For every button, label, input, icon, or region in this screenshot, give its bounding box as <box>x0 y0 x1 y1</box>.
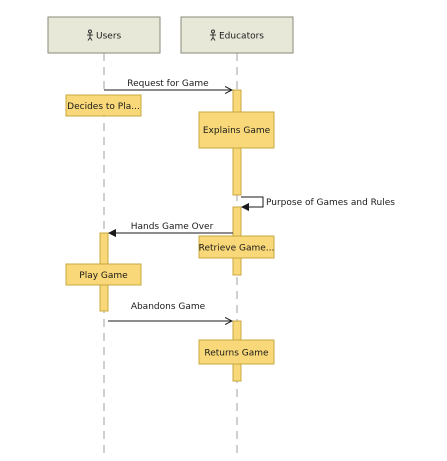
message-purpose[interactable]: Purpose of Games and Rules <box>241 196 395 208</box>
actor-icon <box>210 29 216 41</box>
note-label: Retrieve Game... <box>199 244 275 254</box>
note-decides[interactable]: Decides to Pla... <box>65 94 142 117</box>
note-returns[interactable]: Returns Game <box>198 339 275 365</box>
participant-educators[interactable]: Educators <box>180 16 294 54</box>
note-retrieve[interactable]: Retrieve Game... <box>198 235 275 259</box>
message-label: Hands Game Over <box>131 222 214 232</box>
note-label: Returns Game <box>204 349 269 359</box>
participant-label-educators: Educators <box>219 32 264 42</box>
note-label: Play Game <box>79 271 128 281</box>
message-request[interactable]: Request for Game <box>104 79 232 90</box>
note-label: Decides to Pla... <box>67 102 140 112</box>
participant-users[interactable]: Users <box>47 16 161 54</box>
note-label: Explains Game <box>203 126 271 136</box>
participant-label-users: Users <box>96 32 122 42</box>
message-label: Purpose of Games and Rules <box>266 198 395 208</box>
note-explains[interactable]: Explains Game <box>198 111 275 149</box>
actor-icon <box>87 29 93 41</box>
message-abandons[interactable]: Abandons Game <box>108 302 232 321</box>
message-hands[interactable]: Hands Game Over <box>109 222 233 233</box>
note-play[interactable]: Play Game <box>65 263 142 286</box>
message-label: Request for Game <box>127 79 209 89</box>
message-label: Abandons Game <box>131 302 206 312</box>
